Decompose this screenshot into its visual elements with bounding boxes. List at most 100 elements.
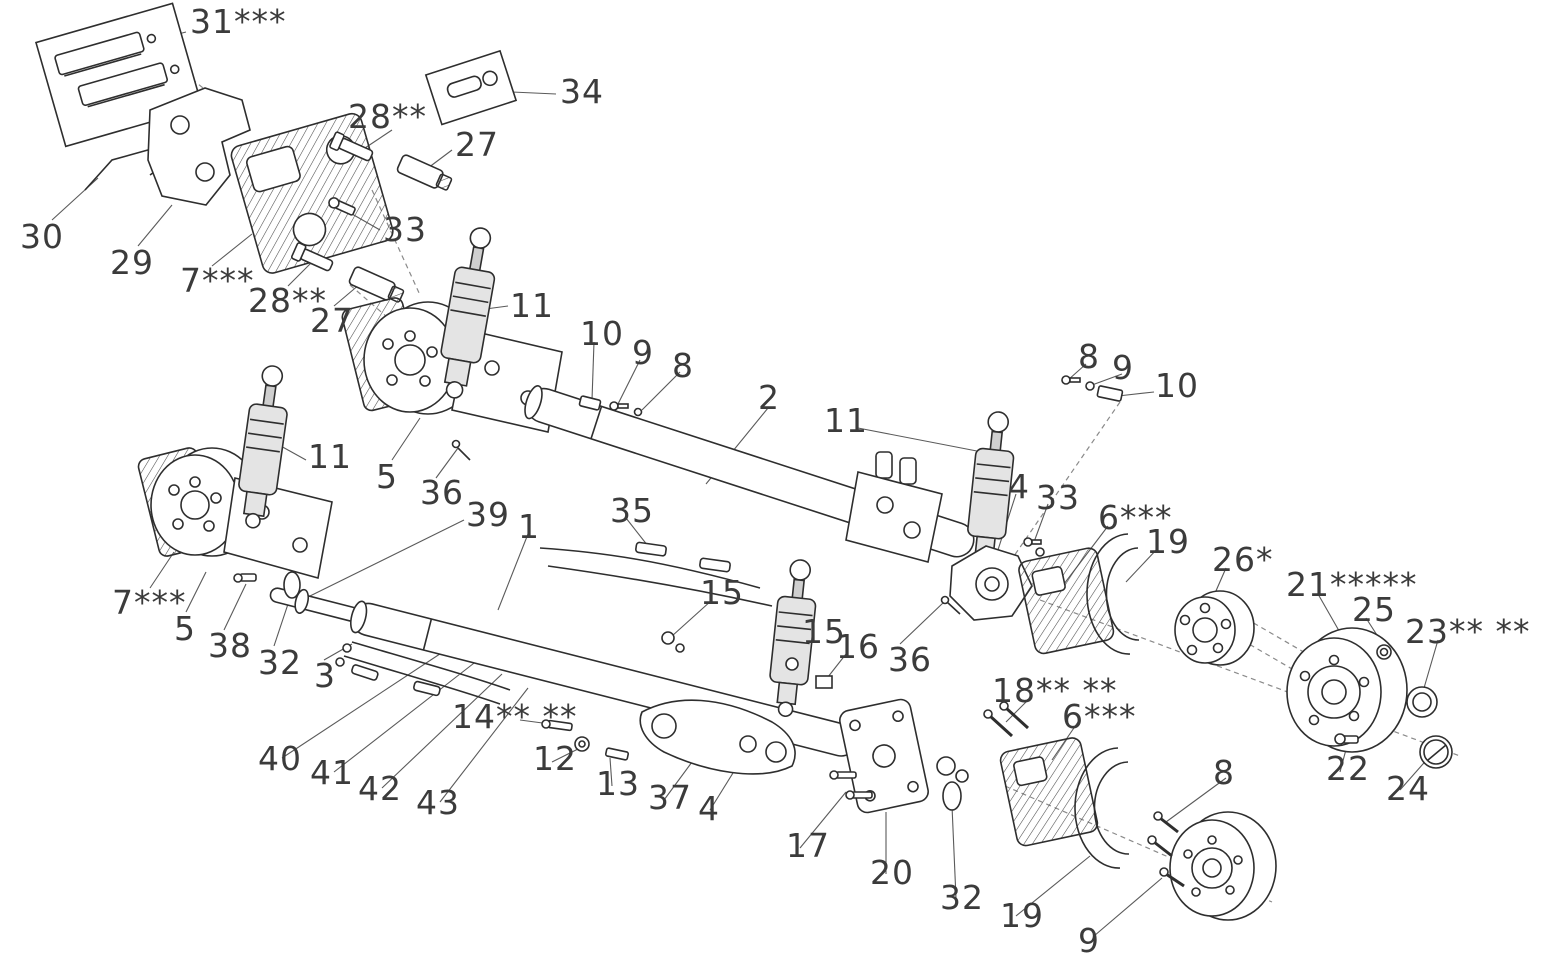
label-19-b: 19 (1000, 896, 1044, 935)
label-24: 24 (1386, 769, 1430, 808)
label-12: 12 (533, 739, 577, 778)
label-27-a: 27 (455, 125, 499, 164)
label-1: 1 (518, 507, 540, 546)
bolt-22 (1334, 733, 1359, 745)
label-11-c: 11 (308, 437, 352, 476)
label-10-b: 10 (1155, 366, 1199, 405)
brake-drum-right (1286, 627, 1408, 753)
brake-cables (335, 541, 773, 705)
label-25: 25 (1352, 590, 1396, 629)
breather-fitting-right (1061, 375, 1124, 402)
collar-32-left (283, 571, 301, 599)
caliper-bolts-18 (983, 701, 1030, 738)
washer-15-a (675, 643, 685, 653)
label-42: 42 (358, 769, 402, 808)
label-41: 41 (310, 753, 354, 792)
axle-nut-25 (1376, 644, 1392, 660)
swing-arm (639, 699, 796, 775)
bolt-13 (604, 747, 630, 761)
disc-bolt-9 (1159, 867, 1185, 888)
label-9-c: 9 (1078, 921, 1100, 960)
label-32-b: 32 (940, 878, 984, 917)
label-8-a: 8 (672, 346, 694, 385)
nut-15-a (661, 631, 675, 645)
label-9-a: 9 (632, 333, 654, 372)
axle-bracket-left (223, 477, 333, 580)
stub-hub-parts (936, 756, 969, 811)
label-37: 37 (648, 778, 692, 817)
label-30: 30 (20, 217, 64, 256)
label-36-a: 36 (420, 473, 464, 512)
label-36-b: 36 (888, 640, 932, 679)
bearing-23 (1406, 686, 1438, 718)
guide-bolt-lower (291, 242, 334, 272)
label-27-b: 27 (310, 301, 354, 340)
dust-cap-24 (1419, 735, 1453, 769)
label-15-a: 15 (700, 573, 744, 612)
label-13: 13 (596, 764, 640, 803)
label-14: 14** ** (452, 697, 578, 736)
spindle-right (949, 545, 1033, 621)
grease-kit (424, 49, 518, 126)
nut-15-b (785, 657, 799, 671)
label-5-a: 5 (376, 457, 398, 496)
label-5-b: 5 (174, 609, 196, 648)
guide-bolt-upper (329, 131, 374, 162)
label-29: 29 (110, 243, 154, 282)
label-28-a: 28** (348, 97, 427, 136)
bolt-36-left (451, 439, 471, 461)
label-7-b: 7*** (112, 583, 187, 622)
label-6-b: 6*** (1062, 697, 1137, 736)
breather-fitting-top (578, 395, 643, 417)
guide-sleeve-upper (396, 154, 453, 191)
label-39: 39 (466, 495, 510, 534)
brake-disc (1169, 811, 1277, 921)
label-9-b: 9 (1112, 348, 1134, 387)
label-22: 22 (1326, 749, 1370, 788)
label-6-a: 6*** (1098, 498, 1173, 537)
bracket-16 (815, 675, 833, 689)
axle-bracket-right (845, 451, 943, 563)
wheel-hub (1174, 590, 1255, 666)
label-16: 16 (836, 627, 880, 666)
label-19-a: 19 (1146, 522, 1190, 561)
shock-absorber-left (238, 365, 288, 529)
brake-caliper-lower (999, 737, 1099, 847)
label-38: 38 (208, 626, 252, 665)
label-43: 43 (416, 783, 460, 822)
label-35: 35 (610, 491, 654, 530)
label-31: 31*** (190, 2, 287, 41)
label-26: 26* (1212, 540, 1274, 579)
fastener-38 (233, 573, 257, 583)
label-32-a: 32 (258, 643, 302, 682)
label-8-b: 8 (1078, 337, 1100, 376)
shock-absorber-upper-left (440, 227, 496, 399)
backing-plate-right (1086, 533, 1140, 655)
label-33-b: 33 (1036, 478, 1080, 517)
label-7-a: 7*** (180, 261, 255, 300)
label-3: 3 (314, 656, 336, 695)
spindle-bolts-33 (1023, 537, 1045, 557)
label-11-b: 11 (824, 401, 868, 440)
label-20: 20 (870, 853, 914, 892)
label-15-b: 15 (802, 612, 846, 651)
brake-pad-kit (34, 2, 204, 148)
bolt-36-right (940, 595, 961, 615)
label-4-a: 4 (1008, 467, 1030, 506)
label-40: 40 (258, 739, 302, 778)
plug-12 (574, 736, 590, 752)
label-11-a: 11 (510, 286, 554, 325)
label-17: 17 (786, 826, 830, 865)
label-8-c: 8 (1213, 753, 1235, 792)
label-21: 21***** (1286, 565, 1418, 604)
bolt-14 (541, 719, 573, 732)
bleed-valve (328, 197, 356, 216)
backing-plate-lower (1074, 747, 1130, 869)
flange-bolts-17 (829, 770, 873, 800)
label-18: 18** ** (992, 671, 1118, 710)
label-23: 23** ** (1405, 612, 1531, 651)
caliper-bracket (147, 87, 251, 206)
label-2: 2 (758, 378, 780, 417)
